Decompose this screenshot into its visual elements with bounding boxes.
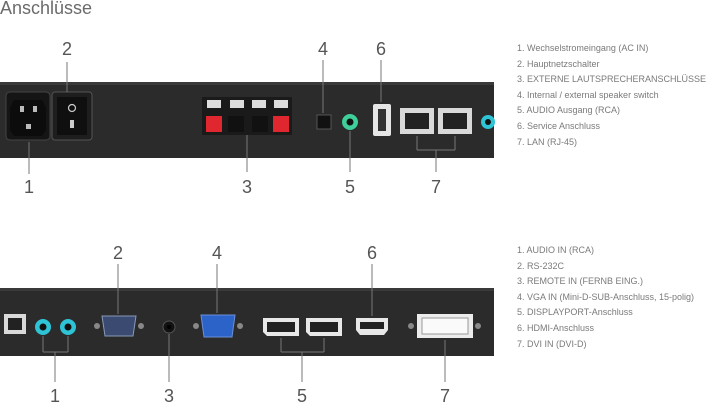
panel-1-legend-item: 4. Internal / external speaker switch	[517, 89, 659, 100]
panel-1-legend-item: 7. LAN (RJ-45)	[517, 136, 578, 147]
displayport-1	[263, 318, 299, 336]
partial-lan-port	[4, 314, 26, 334]
speaker-terminals	[202, 97, 292, 135]
rs232c-port	[94, 315, 144, 337]
lan-port-1	[400, 108, 434, 134]
power-switch	[51, 91, 93, 141]
panel-2-edge	[0, 288, 494, 291]
panel-1-label-3: 3	[242, 177, 252, 197]
panel-1-label-2: 2	[62, 39, 72, 59]
vga-port	[193, 314, 243, 338]
panel-2-legend-item: 1. AUDIO IN (RCA)	[517, 245, 595, 255]
panel-2-label-4: 4	[212, 243, 222, 263]
panel-1-label-1: 1	[24, 177, 34, 197]
panel-2-label-3: 3	[164, 386, 174, 406]
panel-2-label-2: 2	[113, 243, 123, 263]
panel-1-label-6: 6	[376, 39, 386, 59]
partial-jack	[481, 115, 495, 129]
panel-1-label-4: 4	[318, 39, 328, 59]
panel-1-legend-item: 3. EXTERNE LAUTSPRECHERANSCHLÜSSE	[517, 74, 706, 85]
panel-1-edge	[0, 82, 494, 85]
panel-1-legend-item: 6. Service Anschluss	[517, 120, 601, 131]
dvi-port	[408, 314, 481, 338]
page-title: Anschlüsse	[0, 0, 93, 18]
panel-1-legend-item: 5. AUDIO Ausgang (RCA)	[517, 105, 621, 116]
panel-2-legend-item: 4. VGA IN (Mini-D-SUB-Anschluss, 15-poli…	[517, 291, 695, 302]
panel-2-legend-item: 5. DISPLAYPORT-Anschluss	[517, 307, 633, 318]
remote-in-jack	[162, 320, 176, 334]
panel-2-body	[0, 288, 494, 356]
panel-1-leaders	[28, 60, 456, 174]
panel-1-label-5: 5	[345, 177, 355, 197]
panel-2-label-7: 7	[440, 386, 450, 406]
audio-in-jack-right	[60, 319, 76, 335]
speaker-switch	[316, 114, 332, 130]
panel-1-legend-item: 2. Hauptnetzschalter	[517, 58, 600, 69]
panel-1-legend-item: 1. Wechselstromeingang (AC IN)	[517, 43, 649, 53]
panel-2-legend-item: 7. DVI IN (DVI-D)	[517, 338, 587, 349]
panel-2-legend: 1. AUDIO IN (RCA) 2. RS-232C 3. REMOTE I…	[517, 243, 694, 352]
panel-1-legend: 1. Wechselstromeingang (AC IN) 2. Hauptn…	[517, 41, 706, 150]
panel-2-legend-item: 3. REMOTE IN (FERNB EING.)	[517, 276, 644, 287]
panel-2-legend-item: 6. HDMI-Anschluss	[517, 322, 595, 333]
audio-out-jack	[342, 114, 358, 130]
audio-in-jack-left	[35, 319, 51, 335]
hdmi-port	[356, 318, 388, 335]
lan-port-2	[438, 108, 472, 134]
panel-2-label-1: 1	[50, 386, 60, 406]
panel-2-leaders	[42, 264, 446, 382]
panel-2-legend-item: 2. RS-232C	[517, 260, 565, 271]
panel-1-label-7: 7	[431, 177, 441, 197]
ac-inlet	[5, 91, 51, 141]
displayport-2	[306, 318, 342, 336]
panel-2-label-6: 6	[367, 243, 377, 263]
panel-2-label-5: 5	[297, 386, 307, 406]
service-usb-port	[373, 104, 391, 136]
